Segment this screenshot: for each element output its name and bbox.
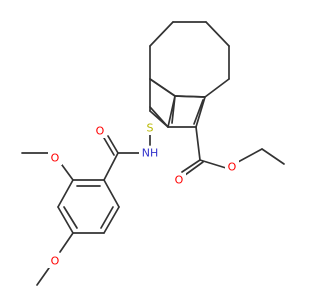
bond: [195, 96, 206, 128]
bond: [261, 148, 285, 165]
bond: [149, 106, 169, 128]
bond: [103, 179, 120, 208]
methoxy-oxygen-label-2: O: [51, 255, 60, 268]
bond: [171, 95, 176, 124]
bond: [237, 148, 263, 163]
bond: [100, 206, 114, 229]
bond: [149, 21, 174, 47]
nh-label: NH: [142, 147, 159, 160]
bond: [184, 161, 204, 176]
ester-oxygen-label: O: [228, 161, 237, 174]
bond: [61, 164, 74, 181]
nh-atom: NH: [139, 146, 161, 160]
amide-oxygen-atom: O: [93, 124, 107, 138]
bond: [57, 206, 74, 234]
amide-oxygen-label: O: [96, 125, 105, 138]
bond: [57, 179, 74, 208]
bond: [107, 135, 119, 154]
bond: [181, 159, 201, 173]
ester-carbonyl-oxygen-label: O: [175, 174, 184, 187]
bond: [205, 21, 230, 47]
ester-carbonyl-oxygen-atom: O: [172, 173, 186, 187]
methoxy-oxygen-label-1: O: [51, 152, 60, 165]
sulfur-atom: S: [143, 121, 157, 135]
bond: [195, 126, 201, 161]
bond: [174, 95, 206, 98]
ester-oxygen-atom: O: [225, 160, 239, 174]
bond: [103, 152, 119, 181]
bond: [63, 206, 78, 229]
bond: [103, 137, 115, 156]
bond-lines: [21, 21, 285, 286]
bond: [149, 78, 176, 97]
molecule-structure-drawing: S NH O O O O O: [21, 21, 285, 286]
methoxy-oxygen-atom-2: O: [48, 254, 62, 268]
sulfur-label: S: [147, 122, 154, 135]
methoxy-oxygen-atom-1: O: [48, 151, 62, 165]
bond: [103, 206, 120, 234]
bond: [199, 159, 227, 169]
bond: [59, 232, 74, 253]
bond: [204, 78, 230, 98]
atom-labels: S NH O O O O O: [48, 121, 239, 268]
bond: [193, 99, 204, 125]
bond: [36, 267, 50, 286]
